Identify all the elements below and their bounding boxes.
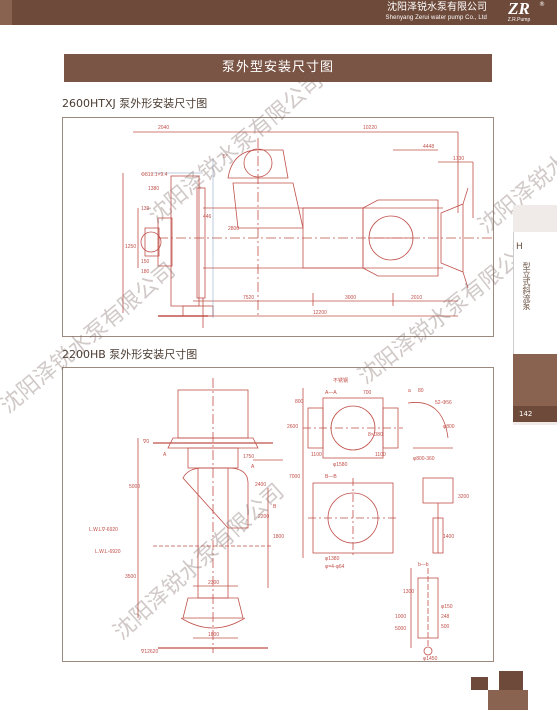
header-accent bbox=[0, 0, 12, 25]
dim-446: 446 bbox=[203, 214, 212, 220]
label-phi800-360: φ800-360 bbox=[413, 456, 435, 462]
dim-2010: 2010 bbox=[411, 295, 422, 301]
label-1800: 1800 bbox=[273, 534, 284, 540]
label-800: 800 bbox=[295, 399, 304, 405]
dim-12200: 12200 bbox=[313, 310, 327, 316]
label-5000-detail: 5000 bbox=[395, 626, 406, 632]
top-header-bar: 沈阳泽锐水泵有限公司 Shenyang Zerui water pump Co.… bbox=[0, 0, 557, 25]
label-52-phi56: 52-Φ56 bbox=[435, 400, 452, 406]
label-stainless: 不锈钢 bbox=[333, 377, 348, 384]
dim-1250: 1250 bbox=[125, 244, 136, 250]
label-500: 500 bbox=[441, 624, 450, 630]
drawing-2600htxj: 2040 10220 4448 1730 5° Φ819.1×9.4 1380 … bbox=[62, 117, 494, 337]
registered-mark: ® bbox=[539, 1, 545, 8]
side-tab-letter: H bbox=[516, 242, 523, 252]
label-level-bottom: ∇12620 bbox=[140, 649, 158, 655]
label-248: 248 bbox=[441, 614, 450, 620]
side-tab-bar bbox=[513, 354, 557, 406]
dim-4448: 4448 bbox=[423, 144, 434, 150]
dim-1730: 1730 bbox=[453, 156, 464, 162]
company-name-cn: 沈阳泽锐水泵有限公司 bbox=[387, 2, 487, 13]
side-tab bbox=[513, 232, 557, 354]
label-2600: 2600 bbox=[287, 424, 298, 430]
side-tab-text: 型立式斜流泵 bbox=[522, 262, 531, 310]
label-view-bb: B—B bbox=[325, 474, 337, 480]
label-8xd80: 8×D80 bbox=[368, 432, 383, 438]
label-80: 80 bbox=[418, 388, 424, 394]
label-view-aa: A—A bbox=[325, 390, 337, 396]
dim-angle: 5° bbox=[223, 154, 228, 160]
label-phi1580: φ1580 bbox=[333, 462, 348, 468]
label-2400: 2400 bbox=[255, 482, 266, 488]
dim-3000: 3000 bbox=[345, 295, 356, 301]
label-700: 700 bbox=[363, 390, 372, 396]
label-1100-b: 1100 bbox=[375, 452, 386, 458]
drawing-2200hb: ∇0 A 1750 2400 A 5000 B 2200 L.W.L∇-6920… bbox=[62, 367, 494, 662]
company-name-en: Shenyang Zerui water pump Co., Ltd bbox=[385, 15, 487, 21]
label-3200: 3200 bbox=[458, 494, 469, 500]
label-7000: 7000 bbox=[289, 474, 300, 480]
label-detail-a: a bbox=[408, 388, 411, 394]
footer-block bbox=[471, 677, 488, 690]
label-phi1380: φ1380 bbox=[325, 556, 340, 562]
section-title-2600htxj: 2600HTXJ 泵外形安装尺寸图 bbox=[62, 97, 208, 110]
label-1750: 1750 bbox=[243, 454, 254, 460]
dim-2040: 2040 bbox=[158, 125, 169, 131]
page-number: 142 bbox=[513, 406, 557, 422]
label-1300: 1300 bbox=[403, 589, 414, 595]
company-logo: ZR Z.R.Pump ® bbox=[493, 0, 545, 24]
company-name: 沈阳泽锐水泵有限公司 Shenyang Zerui water pump Co.… bbox=[386, 2, 487, 22]
dim-1380: 1380 bbox=[148, 186, 159, 192]
label-3500: 3500 bbox=[125, 574, 136, 580]
dim-180: 180 bbox=[141, 269, 150, 275]
label-phi1450: φ1450 bbox=[423, 656, 438, 662]
label-section-a2: A bbox=[251, 464, 255, 470]
label-level-0: ∇0 bbox=[142, 439, 149, 445]
label-1400: 1400 bbox=[443, 534, 454, 540]
label-2200: 2200 bbox=[258, 514, 269, 520]
dim-150: 150 bbox=[141, 259, 150, 265]
label-1100-a: 1100 bbox=[311, 452, 322, 458]
section-title-2200hb: 2200HB 泵外形安装尺寸图 bbox=[62, 348, 198, 361]
dim-pipe-dia: Φ819.1×9.4 bbox=[141, 172, 168, 178]
logo-subtext: Z.R.Pump bbox=[507, 17, 531, 23]
label-1000: 1000 bbox=[395, 614, 406, 620]
label-section-b: B bbox=[273, 504, 277, 510]
dim-139: 139 bbox=[141, 206, 150, 212]
dim-2800: 2800 bbox=[228, 226, 239, 232]
dim-7520: 7520 bbox=[243, 295, 254, 301]
page-title: 泵外型安装尺寸图 bbox=[64, 54, 492, 82]
label-lwl-2: L.W.L-6920 bbox=[95, 549, 121, 555]
label-1800-bottom: 1800 bbox=[208, 632, 219, 638]
dim-10220: 10220 bbox=[363, 125, 377, 131]
label-phi800: φ800 bbox=[443, 424, 455, 430]
drawing-2200hb-svg: ∇0 A 1750 2400 A 5000 B 2200 L.W.L∇-6920… bbox=[89, 377, 469, 662]
label-section-a: A bbox=[163, 452, 167, 458]
label-4-phi64: φ=4-φ64 bbox=[325, 564, 345, 570]
label-lwl-1: L.W.L∇-6920 bbox=[89, 527, 118, 533]
label-2300: 2300 bbox=[208, 580, 219, 586]
footer-block bbox=[499, 671, 523, 690]
logo-mark: ZR bbox=[508, 0, 530, 18]
drawing-2600htxj-svg: 2040 10220 4448 1730 5° Φ819.1×9.4 1380 … bbox=[122, 125, 493, 328]
label-view-bb-detail: b—b bbox=[418, 562, 429, 568]
label-phi150: φ150 bbox=[441, 604, 453, 610]
footer-block bbox=[488, 690, 528, 710]
label-5000: 5000 bbox=[129, 484, 140, 490]
